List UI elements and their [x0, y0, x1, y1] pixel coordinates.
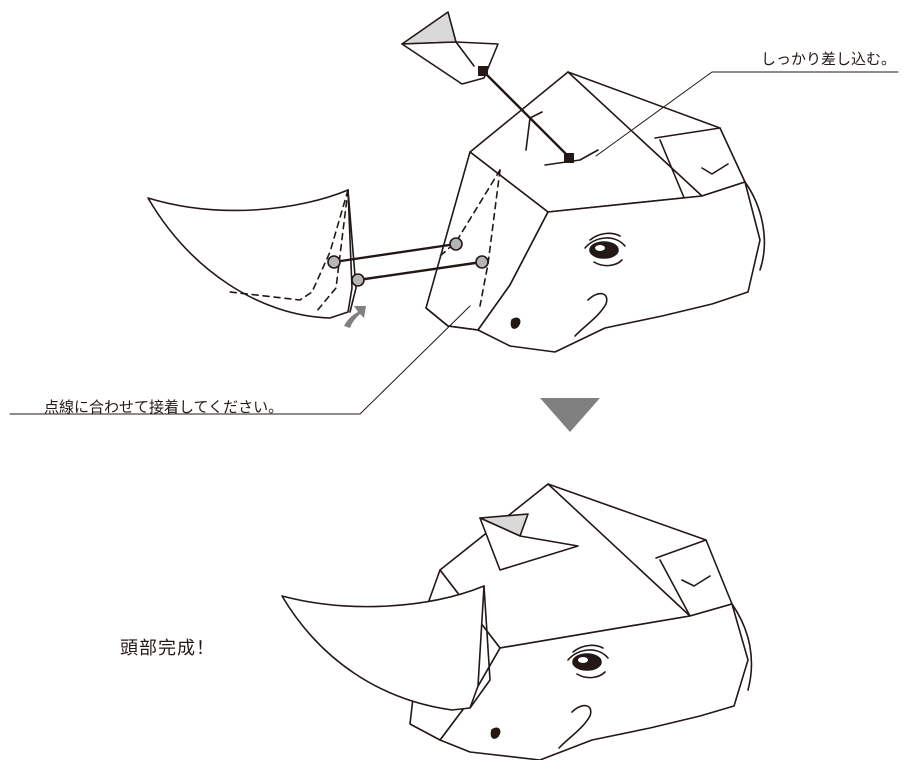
ear-slot-mark-complete	[681, 575, 711, 587]
down-arrow-icon	[540, 398, 600, 432]
small-horn-white-face	[401, 41, 499, 85]
head-back-curve	[744, 181, 766, 271]
rhino-mouth-dot-complete	[490, 727, 501, 739]
glue-dotted-annotation: 点線に合わせて接着してください。	[44, 398, 284, 416]
glue-line-upper	[332, 242, 458, 264]
small-horn-gray-face	[401, 11, 457, 45]
rhino-head-complete	[281, 483, 753, 760]
small-horn-white-complete	[479, 517, 579, 571]
leader-line-insert	[595, 71, 899, 157]
head-top-panel-line	[567, 71, 703, 197]
insert-point-end	[564, 153, 574, 163]
horn-slot-mark-2	[544, 149, 599, 166]
glue-dot	[475, 255, 489, 269]
ear-slot-mark	[701, 163, 729, 175]
small-horn-piece	[401, 11, 499, 85]
glue-dot	[327, 255, 341, 269]
glue-line-lower	[356, 260, 484, 282]
head-front-lower	[425, 307, 479, 331]
insert-firmly-annotation: しっかり差し込む。	[760, 50, 896, 68]
large-horn-piece	[147, 189, 357, 319]
rhino-eye	[584, 232, 626, 267]
rhino-mouth-dot	[510, 317, 521, 329]
large-horn-fold	[347, 189, 357, 313]
leader-line-glue	[9, 305, 471, 415]
head-top-panel-line-2	[659, 139, 686, 201]
head-top-panel-line-3	[654, 127, 721, 139]
large-horn-complete	[281, 585, 485, 711]
rhino-nostril	[574, 292, 608, 337]
rhino-eye-complete	[567, 644, 609, 679]
head-complete-caption: 頭部完成！	[120, 638, 215, 659]
fold-arrow-icon	[344, 306, 366, 328]
rhino-head-exploded	[425, 71, 766, 353]
large-horn-dashed-2	[315, 189, 349, 313]
large-horn-fold-complete	[469, 585, 491, 709]
glue-guide-dashed	[439, 169, 501, 257]
glue-dot	[449, 237, 463, 251]
insert-guide-line	[482, 70, 572, 160]
rhino-nostril-complete	[558, 704, 592, 749]
glue-dot	[351, 273, 365, 287]
insert-point-start	[478, 66, 488, 76]
large-horn-body	[147, 189, 353, 319]
large-horn-dashed	[229, 189, 349, 301]
